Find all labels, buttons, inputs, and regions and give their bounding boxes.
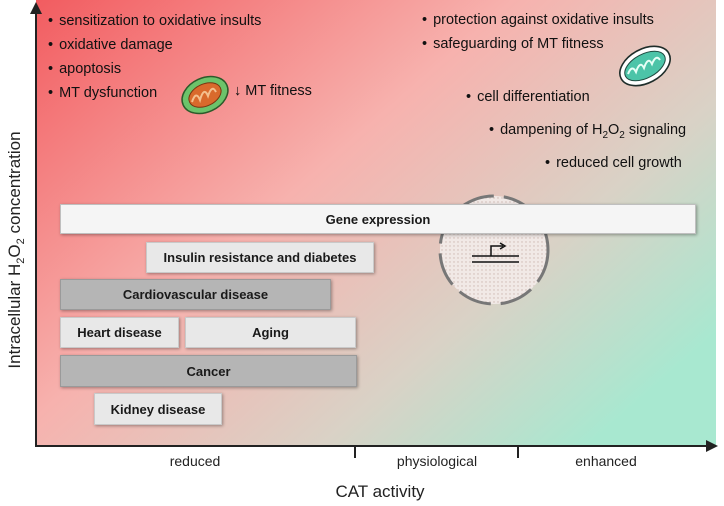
damaged-mitochondrion-icon [181, 75, 229, 115]
x-tick-reduced-physiological [354, 446, 356, 458]
effect-oxidative-damage: oxidative damage [48, 33, 261, 57]
effect-protection: protection against oxidative insults [422, 12, 654, 28]
x-axis-arrow [706, 440, 718, 452]
x-category-reduced: reduced [169, 453, 221, 469]
effect-sensitization: sensitization to oxidative insults [48, 9, 261, 33]
effect-safeguarding: safeguarding of MT fitness [422, 36, 604, 52]
kidney-disease-box: Kidney disease [94, 393, 222, 425]
x-tick-physiological-enhanced [517, 446, 519, 458]
y-axis [35, 12, 37, 447]
x-category-enhanced: enhanced [575, 453, 637, 469]
y-axis-label: Intracellular H2O2 concentration [4, 131, 28, 369]
mt-fitness-decrease: ↓ MT fitness [234, 83, 312, 99]
x-axis [35, 445, 707, 447]
heart-disease-box: Heart disease [60, 317, 179, 348]
cancer-box: Cancer [60, 355, 357, 387]
effect-cell-differentiation: cell differentiation [466, 89, 590, 105]
aging-box: Aging [185, 317, 356, 348]
low-cat-effects-list: sensitization to oxidative insults oxida… [48, 9, 261, 105]
effect-mt-dysfunction: MT dysfunction [48, 81, 261, 105]
x-axis-label: CAT activity [335, 482, 425, 501]
effect-apoptosis: apoptosis [48, 57, 261, 81]
effect-reduced-growth: reduced cell growth [545, 155, 682, 171]
healthy-mitochondrion-icon [619, 45, 671, 87]
cardiovascular-disease-box: Cardiovascular disease [60, 279, 331, 310]
gene-expression-bar: Gene expression [60, 204, 696, 234]
y-axis-arrow [30, 2, 42, 14]
insulin-resistance-box: Insulin resistance and diabetes [146, 242, 374, 273]
effect-dampening-signaling: dampening of H2O2 signaling [489, 122, 686, 141]
x-category-physiological: physiological [396, 453, 478, 469]
